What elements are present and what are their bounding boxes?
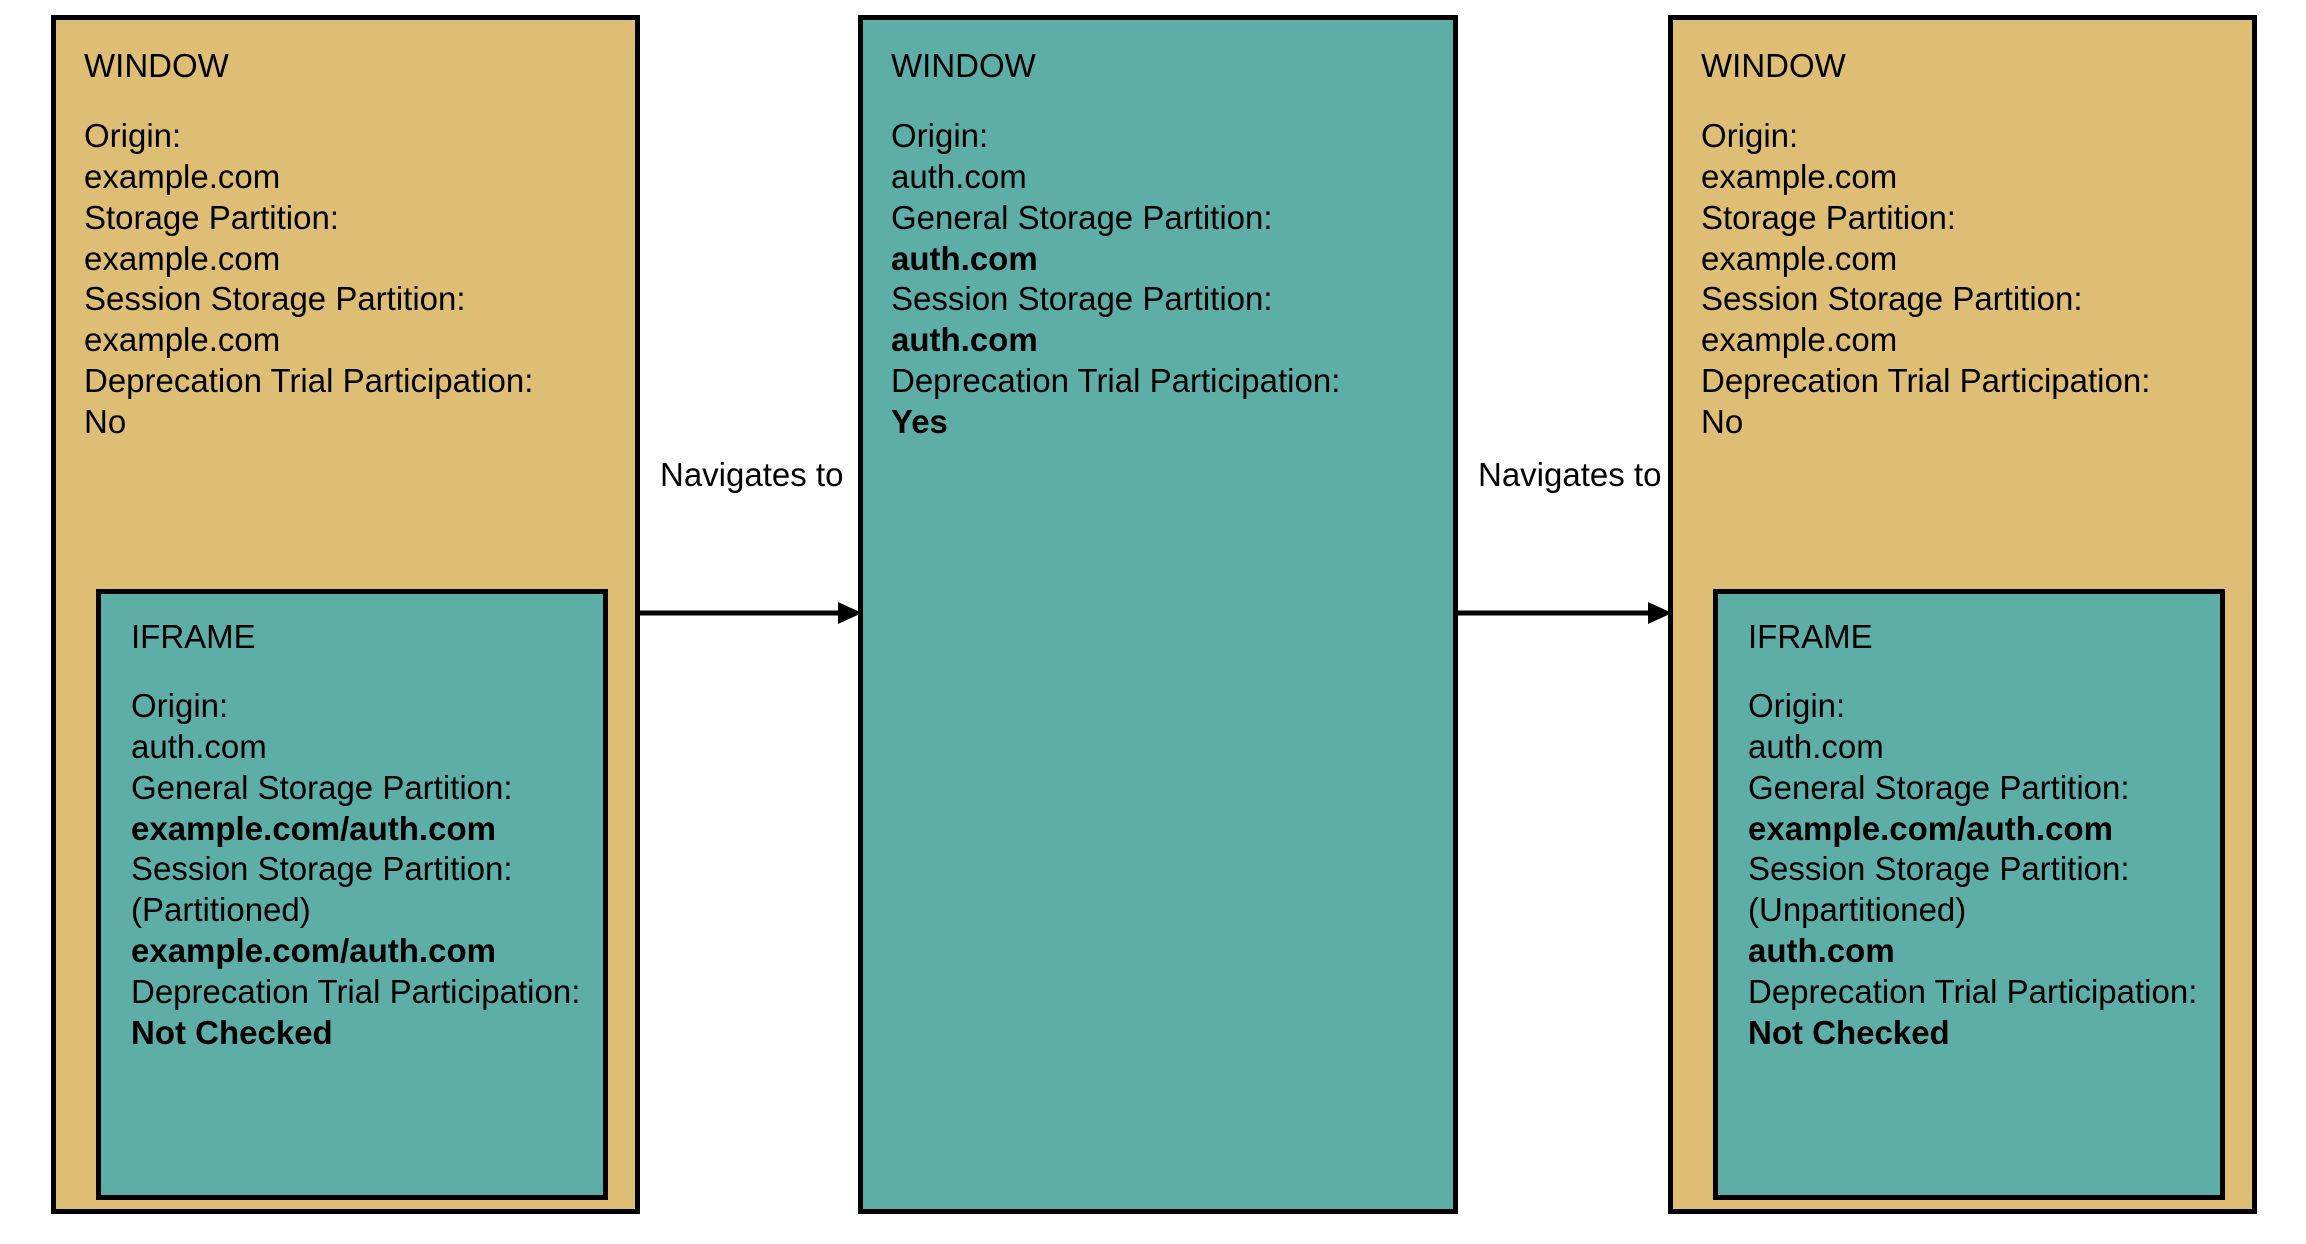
- field-label: Origin:: [131, 687, 229, 724]
- arrow-right-icon: [640, 602, 862, 624]
- field-label: General Storage Partition:: [131, 769, 513, 806]
- iframe-1-field-deprecation-trial: Deprecation Trial Participation: Not Che…: [131, 971, 580, 1053]
- window-2-field-deprecation-trial: Deprecation Trial Participation: Yes: [891, 360, 1340, 442]
- field-value: example.com/auth.com: [131, 932, 496, 969]
- arrow-2-label: Navigates to: [1478, 456, 1662, 493]
- field-value: Yes: [891, 403, 948, 440]
- field-label: Origin:: [891, 117, 989, 154]
- arrow-2: [1458, 601, 1672, 625]
- field-label: Origin:: [84, 117, 182, 154]
- field-value: example.com: [84, 321, 281, 358]
- field-label: Origin:: [1748, 687, 1846, 724]
- field-value: example.com: [1701, 321, 1898, 358]
- field-value: No: [1701, 403, 1744, 440]
- iframe-1-field-general-storage-partition: General Storage Partition: example.com/a…: [131, 767, 513, 849]
- field-value: Not Checked: [1748, 1014, 1950, 1051]
- field-label: Deprecation Trial Participation:: [131, 973, 581, 1010]
- field-value: example.com/auth.com: [131, 810, 496, 847]
- window-2-field-session-storage-partition: Session Storage Partition: auth.com: [891, 278, 1273, 360]
- field-value: Not Checked: [131, 1014, 333, 1051]
- iframe-3-title: IFRAME: [1748, 618, 1873, 655]
- window-1-field-session-storage-partition: Session Storage Partition: example.com: [84, 278, 466, 360]
- field-value: auth.com: [891, 321, 1038, 358]
- field-value: example.com: [1701, 158, 1898, 195]
- window-3-field-deprecation-trial: Deprecation Trial Participation: No: [1701, 360, 2150, 442]
- field-label: Deprecation Trial Participation:: [891, 362, 1341, 399]
- field-value: auth.com: [131, 728, 267, 765]
- iframe-1-field-session-storage-partition: Session Storage Partition: (Partitioned)…: [131, 848, 513, 971]
- arrow-1: [640, 601, 862, 625]
- field-label: Session Storage Partition:: [131, 850, 513, 887]
- window-1-field-origin: Origin: example.com: [84, 115, 280, 197]
- field-label: Session Storage Partition:: [1701, 280, 2083, 317]
- iframe-box-1: IFRAME Origin: auth.com General Storage …: [96, 589, 608, 1200]
- field-label: Session Storage Partition:: [891, 280, 1273, 317]
- window-panel-1: WINDOW Origin: example.com Storage Parti…: [51, 15, 640, 1214]
- iframe-3-field-general-storage-partition: General Storage Partition: example.com/a…: [1748, 767, 2130, 849]
- window-1-title: WINDOW: [84, 47, 229, 84]
- window-1-field-deprecation-trial: Deprecation Trial Participation: No: [84, 360, 533, 442]
- iframe-3-field-origin: Origin: auth.com: [1748, 685, 1884, 767]
- field-value: auth.com: [891, 158, 1027, 195]
- field-sublabel: (Partitioned): [131, 891, 311, 928]
- window-panel-3: WINDOW Origin: example.com Storage Parti…: [1668, 15, 2257, 1214]
- field-label: Deprecation Trial Participation:: [1748, 973, 2198, 1010]
- window-3-title: WINDOW: [1701, 47, 1846, 84]
- field-value: auth.com: [891, 240, 1038, 277]
- arrow-1-label: Navigates to: [660, 456, 844, 493]
- iframe-3-field-session-storage-partition: Session Storage Partition: (Unpartitione…: [1748, 848, 2130, 971]
- field-sublabel: (Unpartitioned): [1748, 891, 1967, 928]
- field-label: Deprecation Trial Participation:: [1701, 362, 2151, 399]
- iframe-3-field-deprecation-trial: Deprecation Trial Participation: Not Che…: [1748, 971, 2197, 1053]
- window-3-field-storage-partition: Storage Partition: example.com: [1701, 197, 1956, 279]
- field-value: example.com/auth.com: [1748, 810, 2113, 847]
- window-3-field-session-storage-partition: Session Storage Partition: example.com: [1701, 278, 2083, 360]
- window-2-title: WINDOW: [891, 47, 1036, 84]
- field-label: General Storage Partition:: [1748, 769, 2130, 806]
- field-value: example.com: [84, 158, 281, 195]
- window-1-field-storage-partition: Storage Partition: example.com: [84, 197, 339, 279]
- iframe-1-field-origin: Origin: auth.com: [131, 685, 267, 767]
- field-value: example.com: [84, 240, 281, 277]
- field-label: General Storage Partition:: [891, 199, 1273, 236]
- iframe-box-3: IFRAME Origin: auth.com General Storage …: [1713, 589, 2225, 1200]
- field-label: Session Storage Partition:: [1748, 850, 2130, 887]
- window-panel-2: WINDOW Origin: auth.com General Storage …: [858, 15, 1458, 1214]
- field-label: Storage Partition:: [1701, 199, 1956, 236]
- arrow-right-icon: [1458, 602, 1672, 624]
- field-label: Deprecation Trial Participation:: [84, 362, 534, 399]
- field-label: Origin:: [1701, 117, 1799, 154]
- window-2-field-origin: Origin: auth.com: [891, 115, 1027, 197]
- field-label: Session Storage Partition:: [84, 280, 466, 317]
- window-2-field-general-storage-partition: General Storage Partition: auth.com: [891, 197, 1273, 279]
- window-3-field-origin: Origin: example.com: [1701, 115, 1897, 197]
- field-label: Storage Partition:: [84, 199, 339, 236]
- field-value: example.com: [1701, 240, 1898, 277]
- field-value: No: [84, 403, 127, 440]
- iframe-1-title: IFRAME: [131, 618, 256, 655]
- field-value: auth.com: [1748, 932, 1895, 969]
- field-value: auth.com: [1748, 728, 1884, 765]
